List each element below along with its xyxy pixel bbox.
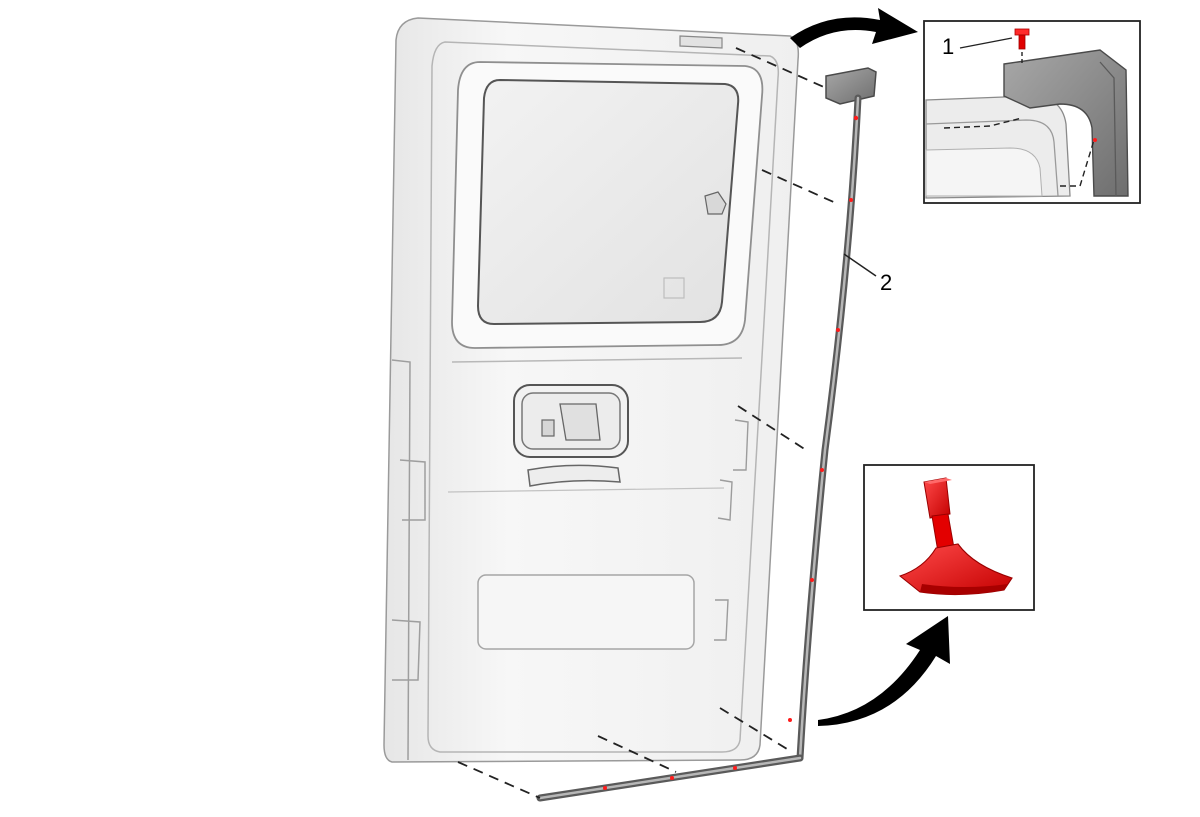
- fastener-leader-line: [959, 37, 1013, 49]
- inset-seal-channel: [1099, 61, 1117, 197]
- arrow-to-top-detail: [790, 8, 918, 48]
- inset-door-inner-edge: [925, 119, 1059, 197]
- inset-clip-detail: [863, 464, 1035, 611]
- door-pull-handle: [527, 464, 621, 487]
- inset-door-lower-band: [925, 147, 1043, 197]
- seal-callout-number: 2: [880, 270, 892, 295]
- door-handle-lever: [559, 403, 601, 441]
- door-top-latch: [679, 35, 723, 49]
- alignment-lines: [457, 47, 839, 799]
- weatherstrip-seal: [536, 67, 877, 802]
- door-striker-edge: [714, 419, 749, 641]
- inset-fastener-pin: [1014, 28, 1030, 50]
- rear-door: [383, 17, 800, 763]
- window-glass: [476, 78, 740, 326]
- seal-leader-line: [843, 253, 877, 277]
- seal-fastener-dots: [603, 115, 859, 790]
- inset-alignment-dash-left: [943, 117, 1023, 129]
- clip-base-shadow: [920, 584, 1008, 595]
- door-lock-button: [541, 419, 555, 437]
- window-corner-mark: [663, 277, 685, 299]
- door-inner-frame: [427, 41, 780, 753]
- panel-seam-upper: [451, 357, 743, 363]
- panel-seam-lower: [447, 487, 725, 493]
- inset-seal-corner-part: [1003, 49, 1129, 197]
- window-latch: [704, 191, 727, 215]
- seal-upper-corner-block: [825, 67, 877, 105]
- door-lower-panel: [477, 574, 695, 650]
- inset-top-detail: 1: [923, 20, 1141, 204]
- fastener-callout-number: 1: [942, 34, 954, 59]
- door-hinge-edge: [391, 359, 426, 761]
- inset-red-dot: [1093, 138, 1097, 142]
- arrow-to-clip-detail: [818, 616, 950, 726]
- clip-head-top: [924, 478, 952, 484]
- inset-alignment-dash-right: [1060, 139, 1095, 187]
